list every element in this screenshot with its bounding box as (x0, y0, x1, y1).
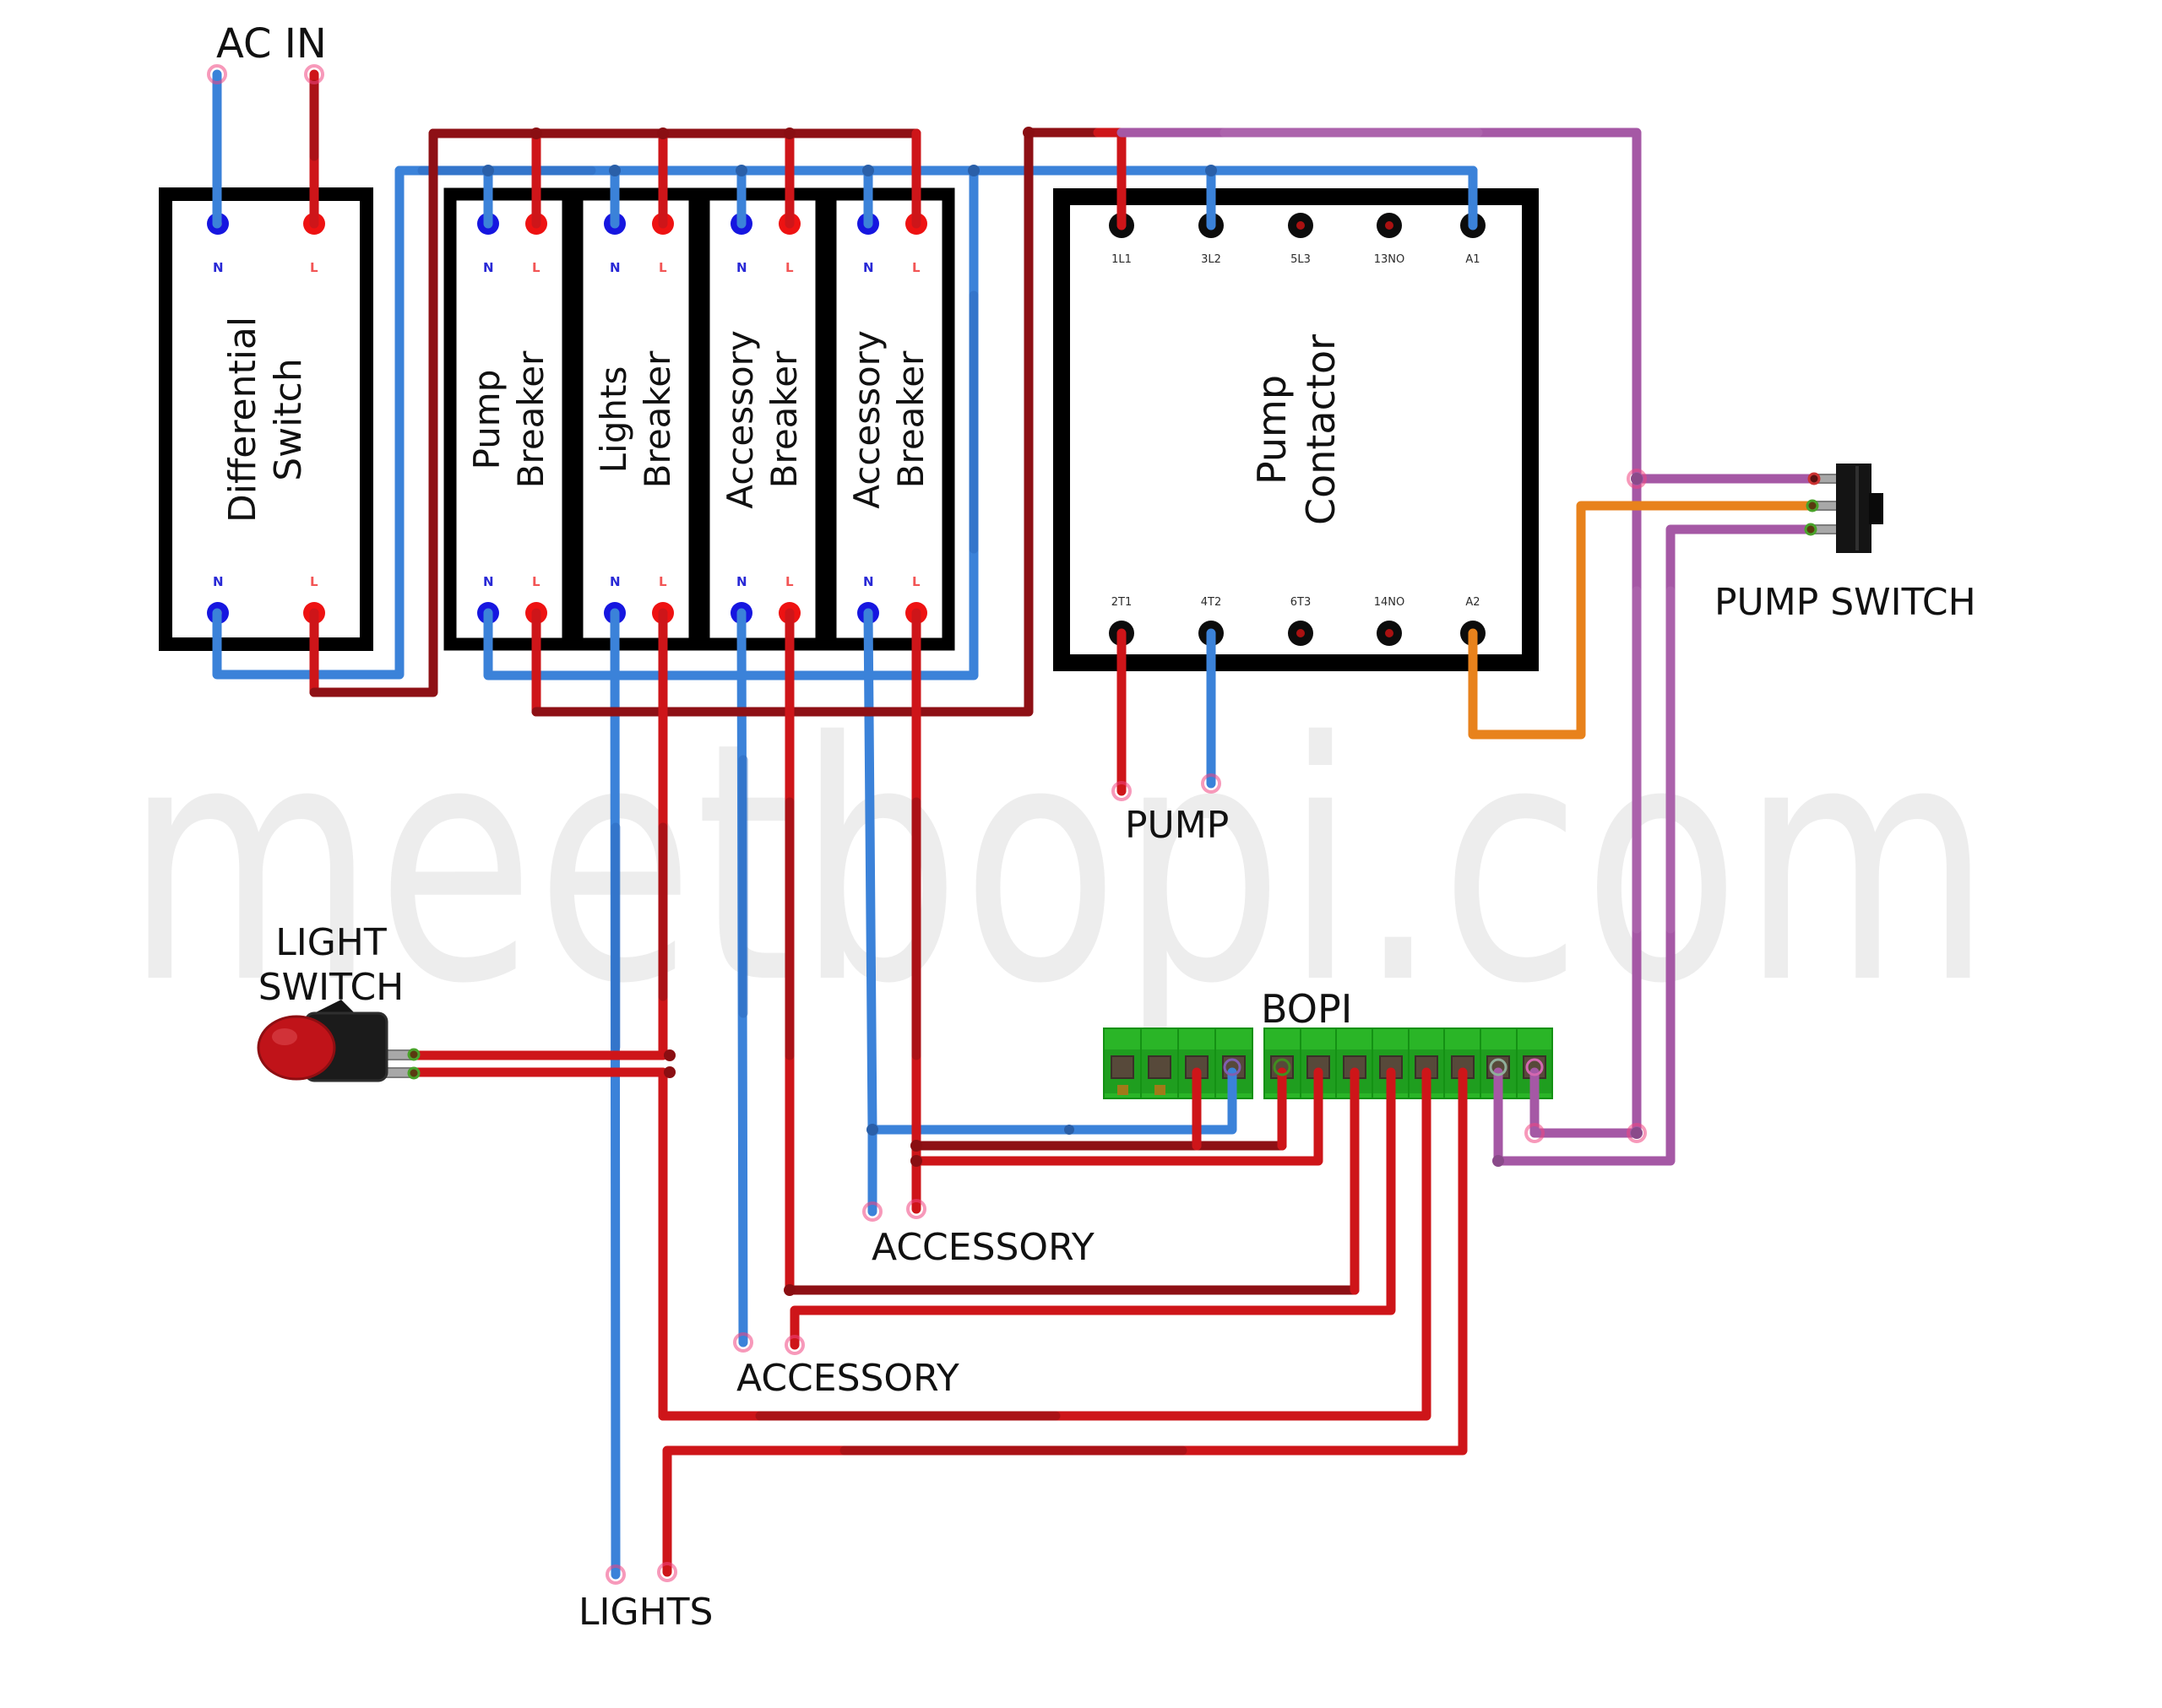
contactor-terminals (1109, 213, 1486, 646)
component-boxes (159, 187, 1539, 671)
wire-diff-line-loop-b (309, 128, 438, 697)
lightsbrk-bottom-l: L (659, 574, 667, 589)
pump-breaker-title: Pump Breaker (466, 350, 551, 489)
acc1brk-top-l: L (785, 260, 794, 275)
light-switch[interactable] (257, 1000, 421, 1082)
pump-switch-body (1836, 464, 1871, 553)
acc1brk-bottom-n: N (736, 574, 747, 589)
wire-diff-neutral-loop (212, 165, 405, 680)
diff-bottom-n: N (213, 574, 224, 589)
lightsbrk-top-n: N (610, 260, 621, 275)
wire-light-switch-return (409, 1067, 668, 1421)
pumpbrk-bottom-n: N (483, 574, 494, 589)
acc2brk-top-n: N (863, 260, 874, 275)
acc2brk-bottom-l: L (912, 574, 921, 589)
bopi-label: BOPI (1261, 986, 1353, 1032)
neutral-wires-blue (212, 69, 1478, 1580)
acc2brk-top-l: L (912, 260, 921, 275)
pump-switch-label: PUMP SWITCH (1714, 581, 1976, 624)
pump-switch[interactable] (1804, 464, 1883, 553)
terminal-1l1: 1L1 (1111, 253, 1132, 266)
pumpbrk-top-n: N (483, 260, 494, 275)
lights-breaker-title: Lights Breaker (593, 350, 678, 489)
differential-switch-title: Differential Switch (221, 316, 310, 523)
terminal-a2: A2 (1465, 596, 1480, 609)
terminal-14no: 14NO (1373, 596, 1405, 609)
accessory-breaker-2-title: Accessory Breaker (846, 330, 932, 509)
terminal-a1: A1 (1465, 253, 1480, 266)
terminal-5l3: 5L3 (1290, 253, 1311, 266)
wire-a2-to-pump-switch (1468, 501, 1817, 740)
wire-bopi4-accessory-feed (790, 1067, 1396, 1350)
accessory-breaker-2-box (823, 187, 955, 651)
pumpbrk-bottom-l: L (532, 574, 540, 589)
pump-contactor-box (1053, 188, 1539, 671)
terminal-6t3: 6T3 (1290, 596, 1312, 609)
pump-breaker-box (443, 187, 575, 651)
line-wires-red (309, 69, 1468, 1577)
pump-switch-pin (1813, 524, 1839, 534)
wire-accessory2-neutral (863, 608, 877, 1217)
pumpbrk-top-l: L (532, 260, 540, 275)
junction-dots (207, 64, 1647, 1585)
terminal-3l2: 3L2 (1201, 253, 1221, 266)
light-switch-label: LIGHT SWITCH (258, 921, 405, 1009)
wire-lights-neutral (610, 608, 621, 1580)
acc1brk-top-n: N (736, 260, 747, 275)
acc1brk-bottom-l: L (785, 574, 794, 589)
lightsbrk-bottom-n: N (610, 574, 621, 589)
lights-breaker-box (570, 187, 702, 651)
light-switch-button (257, 1015, 336, 1081)
watermark-text: meetbopi.com (125, 672, 1993, 1055)
lights-label: LIGHTS (579, 1591, 714, 1634)
terminal-13no: 13NO (1373, 253, 1405, 266)
diff-top-n: N (213, 260, 224, 275)
lightsbrk-top-l: L (659, 260, 667, 275)
coil-wire-orange (1468, 501, 1817, 740)
bopi-block-2 (1263, 1028, 1553, 1099)
wire-lights-line-supply (409, 608, 668, 1060)
acc2brk-bottom-n: N (863, 574, 874, 589)
accessory-label-1: ACCESSORY (872, 1226, 1095, 1269)
wire-purple-2 (1493, 524, 1816, 1166)
pump-label: PUMP (1125, 804, 1230, 847)
bopi-terminal-blocks (1103, 1028, 1553, 1099)
bopi-block-1 (1103, 1028, 1253, 1099)
terminal-2t1: 2T1 (1111, 596, 1133, 609)
accessory-label-2: ACCESSORY (736, 1357, 959, 1400)
wire-bopi-h2 (911, 1067, 1323, 1166)
pump-contactor-title: Pump Contactor (1249, 333, 1344, 526)
diff-bottom-l: L (310, 574, 318, 589)
pump-switch-lever (1869, 493, 1883, 524)
wire-pump-breaker-line-out-b (531, 127, 1103, 717)
diff-top-l: L (310, 260, 318, 275)
differential-switch-box (159, 187, 373, 651)
terminal-4t2: 4T2 (1200, 596, 1222, 609)
ac-in-label: AC IN (216, 20, 327, 68)
accessory-breaker-1-title: Accessory Breaker (720, 330, 805, 509)
wire-bopi-blue-branch (867, 1067, 1237, 1135)
accessory-breaker-1-box (697, 187, 828, 651)
